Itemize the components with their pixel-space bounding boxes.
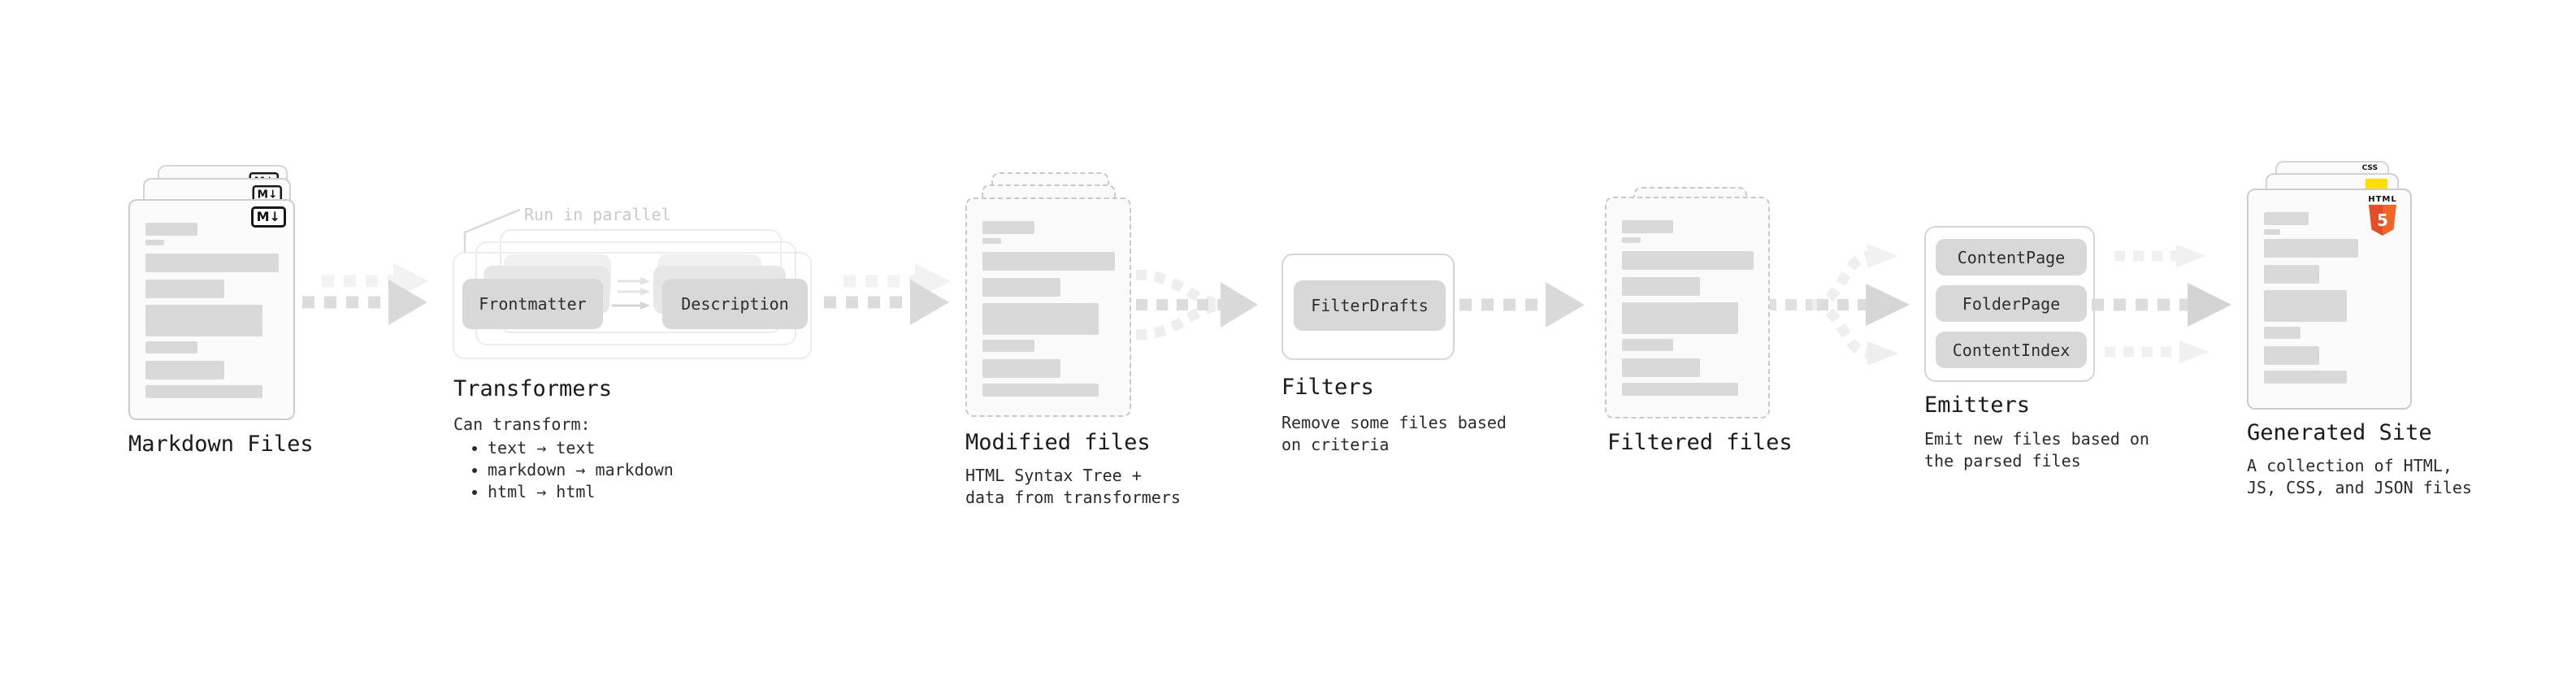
flow-arrow-icon <box>1459 282 1585 327</box>
split-arrow-icon <box>1765 244 1910 366</box>
transformers-subtitle: Can transform: <box>453 414 591 434</box>
emitters-desc: Emit new files based on the parsed files <box>1924 428 2149 472</box>
filters-desc-line: Remove some files based <box>1281 413 1507 432</box>
file-content-placeholder <box>982 221 1115 397</box>
emitter-chip-folderpage: FolderPage <box>1936 285 2087 322</box>
filtered-file-card <box>1605 197 1770 419</box>
transform-item-label: text → text <box>488 438 596 458</box>
file-content-placeholder <box>1622 220 1754 396</box>
emitter-label: FolderPage <box>1962 293 2061 314</box>
modified-file-card <box>965 197 1131 417</box>
transform-arrows-icon <box>612 277 650 310</box>
generated-site-desc-line: A collection of HTML, <box>2247 456 2452 475</box>
emitter-label: ContentPage <box>1957 247 2066 267</box>
flow-arrow-icon <box>824 263 951 325</box>
description-chip: Description <box>662 279 808 329</box>
description-label: Description <box>681 294 789 314</box>
filtered-files-stack <box>1605 187 1780 423</box>
markdown-files-title: Markdown Files <box>128 432 314 457</box>
html5-logo-icon: HTML 5 <box>2365 195 2400 236</box>
emitter-chip-contentindex: ContentIndex <box>1936 332 2087 368</box>
generated-site-desc-line: JS, CSS, and JSON files <box>2247 478 2472 497</box>
markdown-files-stack: M↓ M↓ M↓ <box>128 165 327 421</box>
file-content-placeholder <box>2264 239 2358 384</box>
html-file-card: HTML 5 <box>2247 189 2412 410</box>
transform-item: text → text <box>488 437 674 459</box>
filters-desc: Remove some files based on criteria <box>1281 412 1507 456</box>
emitters-desc-line: the parsed files <box>1924 451 2081 471</box>
frontmatter-label: Frontmatter <box>479 294 587 314</box>
flow-arrow-icon <box>302 263 429 325</box>
modified-files-title: Modified files <box>965 430 1151 455</box>
filterdrafts-chip: FilterDrafts <box>1294 280 1446 331</box>
parallel-arrows-icon <box>2092 245 2231 363</box>
html5-number: 5 <box>2377 210 2388 230</box>
modified-files-desc-line: data from transformers <box>965 488 1181 507</box>
transform-item: html → html <box>488 481 674 503</box>
transform-item: markdown → markdown <box>488 459 674 481</box>
transformers-title: Transformers <box>453 376 613 401</box>
parallel-frame <box>453 252 812 359</box>
file-content-placeholder <box>2264 212 2358 236</box>
emitter-chip-contentpage: ContentPage <box>1936 239 2087 275</box>
filtered-files-title: Filtered files <box>1607 430 1793 455</box>
filters-title: Filters <box>1281 375 1374 400</box>
filters-desc-line: on criteria <box>1281 435 1390 454</box>
emitters-frame: ContentPage FolderPage ContentIndex <box>1924 226 2095 382</box>
filterdrafts-label: FilterDrafts <box>1311 296 1429 315</box>
merge-arrow-icon <box>1135 269 1258 340</box>
markdown-file-card: M↓ <box>128 199 295 420</box>
generated-site-stack: CSS HTML 5 <box>2247 161 2438 414</box>
modified-files-desc-line: HTML Syntax Tree + <box>965 466 1142 485</box>
filters-frame: FilterDrafts <box>1281 254 1455 360</box>
emitters-title: Emitters <box>1924 393 2031 418</box>
transformers-group: Run in parallel Frontmatter Description <box>449 205 826 367</box>
markdown-logo-icon: M↓ <box>252 185 282 204</box>
emitters-desc-line: Emit new files based on <box>1924 429 2149 449</box>
js-logo-icon <box>2366 179 2387 189</box>
modified-files-desc: HTML Syntax Tree + data from transformer… <box>965 465 1181 509</box>
frontmatter-chip: Frontmatter <box>462 279 603 329</box>
generated-site-title: Generated Site <box>2247 420 2432 445</box>
generated-site-desc: A collection of HTML, JS, CSS, and JSON … <box>2247 455 2472 499</box>
transform-list: text → text markdown → markdown html → h… <box>465 437 674 503</box>
callout-line <box>463 208 521 252</box>
html5-word: HTML <box>2368 195 2397 204</box>
modified-files-stack <box>965 172 1144 424</box>
transform-item-label: html → html <box>488 482 596 501</box>
transform-item-label: markdown → markdown <box>488 460 674 479</box>
run-in-parallel-note: Run in parallel <box>524 205 671 224</box>
markdown-logo-icon: M↓ <box>250 206 286 228</box>
file-content-placeholder <box>145 223 279 398</box>
emitter-label: ContentIndex <box>1952 340 2071 360</box>
